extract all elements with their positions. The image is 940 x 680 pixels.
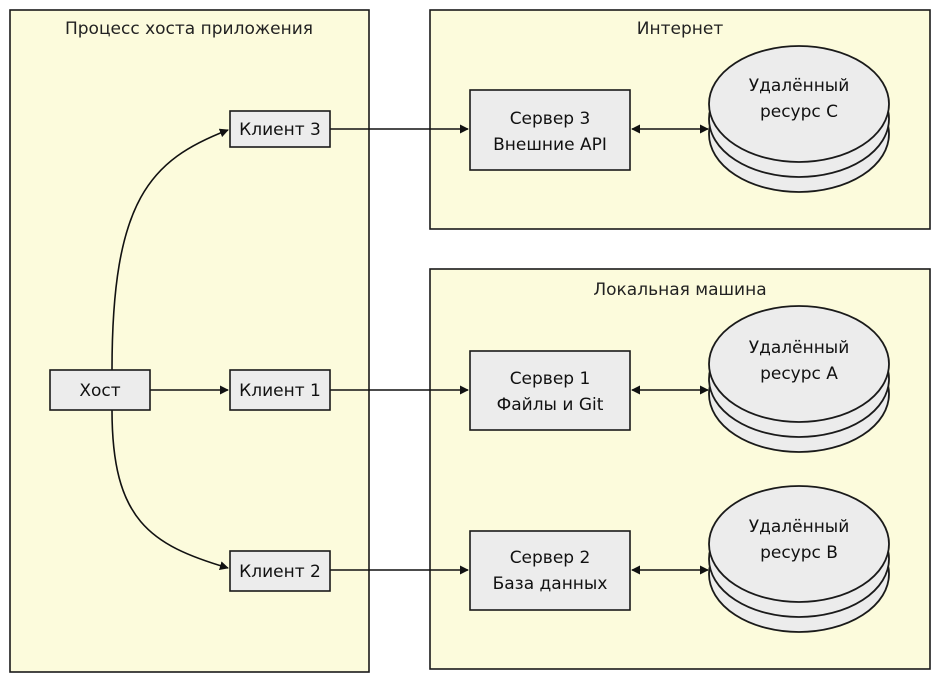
node-resource-b-line2: ресурс B	[760, 543, 838, 563]
node-server1-line1: Сервер 1	[510, 369, 591, 389]
node-host-label: Хост	[79, 381, 120, 401]
node-server3-line2: Внешние API	[493, 135, 607, 155]
node-resource-c-line2: ресурс C	[760, 102, 838, 122]
cluster-local-machine-label: Локальная машина	[593, 280, 766, 300]
node-server1-line2: Файлы и Git	[497, 395, 604, 415]
node-server1[interactable]: Сервер 1 Файлы и Git	[469, 350, 631, 431]
cluster-internet-label: Интернет	[637, 19, 724, 39]
node-resource-c[interactable]: Удалённый ресурс C	[708, 45, 890, 193]
node-resource-b[interactable]: Удалённый ресурс B	[708, 485, 890, 633]
edge-host-client2	[111, 409, 229, 571]
edge-host-client3	[111, 128, 229, 371]
node-resource-c-line1: Удалённый	[749, 76, 850, 96]
edges	[111, 124, 709, 575]
node-server2[interactable]: Сервер 2 База данных	[469, 530, 631, 611]
node-host[interactable]: Хост	[49, 369, 151, 411]
database-icon	[708, 485, 890, 633]
node-server2-line2: База данных	[493, 574, 608, 594]
node-server2-line1: Сервер 2	[510, 548, 591, 568]
node-resource-a-line1: Удалённый	[749, 338, 850, 358]
cluster-host-process-label: Процесс хоста приложения	[65, 19, 313, 39]
node-server3[interactable]: Сервер 3 Внешние API	[469, 89, 631, 171]
database-icon	[708, 305, 890, 453]
node-client2[interactable]: Клиент 2	[229, 550, 331, 592]
node-client3[interactable]: Клиент 3	[229, 110, 331, 148]
node-client1-label: Клиент 1	[239, 381, 321, 401]
node-client2-label: Клиент 2	[239, 562, 321, 582]
node-resource-b-line1: Удалённый	[749, 517, 850, 537]
node-server3-line1: Сервер 3	[510, 109, 591, 129]
node-resource-a[interactable]: Удалённый ресурс A	[708, 305, 890, 453]
database-icon	[708, 45, 890, 193]
node-client3-label: Клиент 3	[239, 120, 321, 140]
node-client1[interactable]: Клиент 1	[229, 369, 331, 411]
node-resource-a-line2: ресурс A	[760, 364, 838, 384]
